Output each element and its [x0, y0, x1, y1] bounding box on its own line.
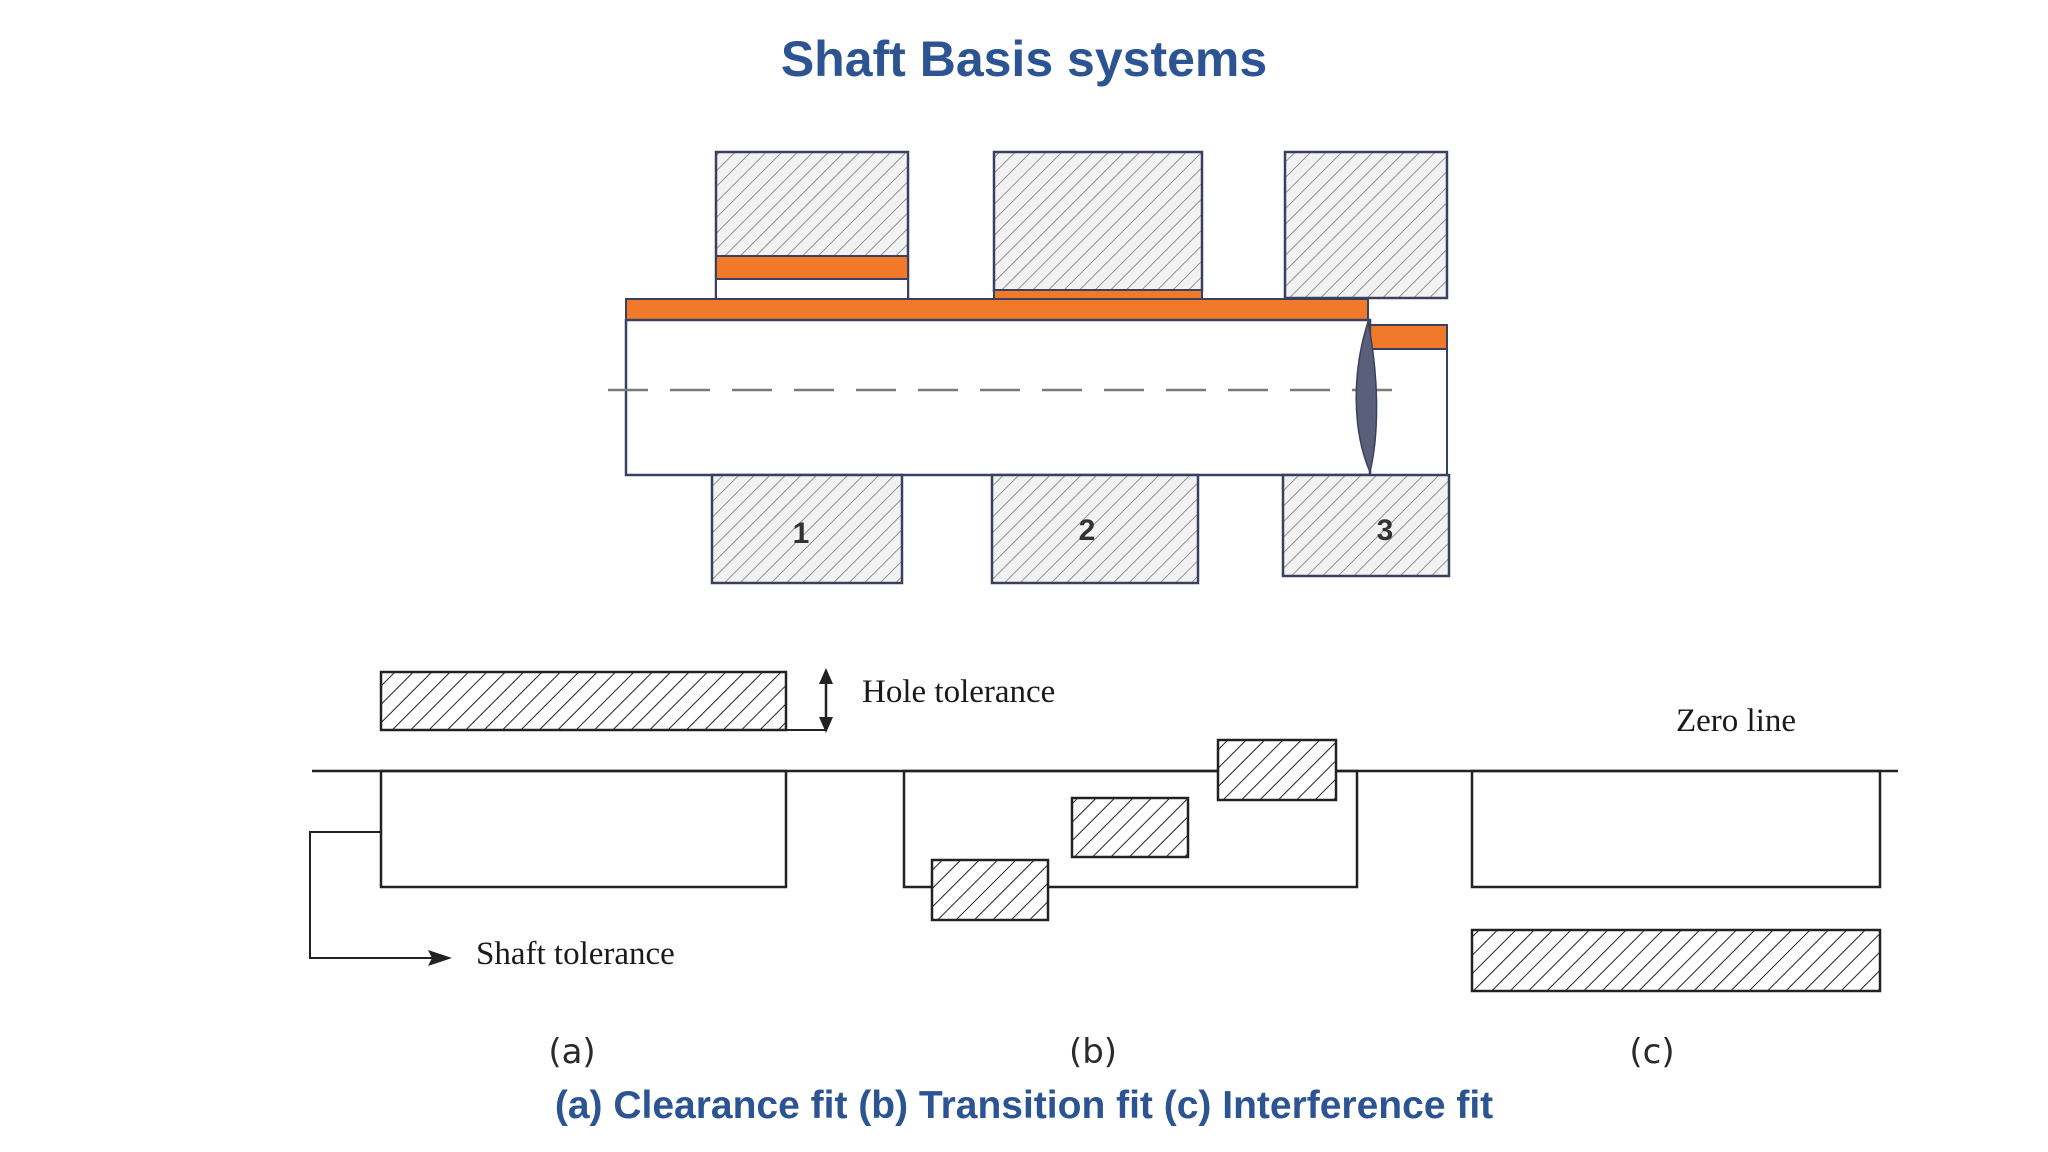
hole-1-clearance-gap	[715, 278, 909, 300]
hole-3-tolerance-band	[1369, 324, 1448, 350]
shaft-tolerance-zone-c	[1470, 769, 1882, 889]
shaft-tolerance-band	[625, 298, 1369, 321]
hole-number-1: 1	[793, 517, 810, 550]
hole-2-upper-block	[992, 150, 1204, 293]
shaft-tolerance-zone-a	[379, 769, 788, 889]
sub-label-b: (b)	[1069, 1032, 1117, 1072]
hole-1-lower-block	[710, 473, 904, 585]
hole-tolerance-zone-b-mid	[1070, 796, 1190, 859]
hole-number-2: 2	[1079, 514, 1096, 547]
hole-tolerance-zone-b-high	[1216, 738, 1338, 802]
shaft-tolerance-arrow	[428, 950, 452, 966]
hole-tolerance-arrow-up	[819, 668, 833, 684]
page-title: Shaft Basis systems	[780, 31, 1268, 87]
hole-3-bore	[1369, 348, 1448, 476]
hole-1-tolerance-band	[715, 255, 909, 280]
figure-caption: (a) Clearance fit (b) Transition fit (c)…	[554, 1084, 1494, 1127]
shaft-tolerance-label: Shaft tolerance	[476, 936, 675, 972]
shaft-assembly-figure: 1 2 3	[608, 150, 1451, 585]
shaft-tolerance-leader	[309, 831, 440, 959]
hole-tolerance-label: Hole tolerance	[862, 674, 1055, 710]
hole-3-upper-block	[1283, 150, 1449, 300]
sub-label-c: (c)	[1629, 1032, 1674, 1072]
sub-label-a: (a)	[548, 1032, 595, 1072]
hole-tolerance-zone-b-low	[930, 858, 1050, 922]
hole-number-3: 3	[1377, 514, 1394, 547]
hole-3-lower-block	[1281, 473, 1451, 578]
hole-tolerance-zone-c	[1470, 928, 1882, 993]
zero-line-label: Zero line	[1676, 703, 1796, 739]
tolerance-zone-figure: Zero line Hole tolerance Shaft tolerance…	[309, 668, 1898, 1072]
hole-2-lower-block	[990, 473, 1200, 585]
hole-tolerance-zone-a	[379, 670, 788, 732]
shaft-break-symbol	[1355, 319, 1378, 475]
hole-tolerance-arrow-down	[819, 717, 833, 733]
shaft-body	[624, 318, 1372, 477]
shaft-tolerance-zone-b	[902, 769, 1359, 889]
